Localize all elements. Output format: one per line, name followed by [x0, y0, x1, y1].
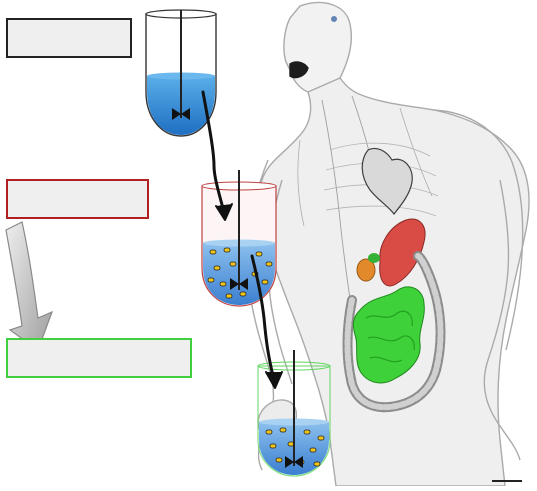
label-box-3[interactable] — [6, 338, 192, 378]
label-box-2[interactable] — [6, 179, 149, 219]
bile-duct — [368, 253, 380, 263]
label-box-1[interactable] — [6, 18, 132, 58]
arrow-icon — [6, 222, 52, 350]
divider — [492, 480, 522, 482]
